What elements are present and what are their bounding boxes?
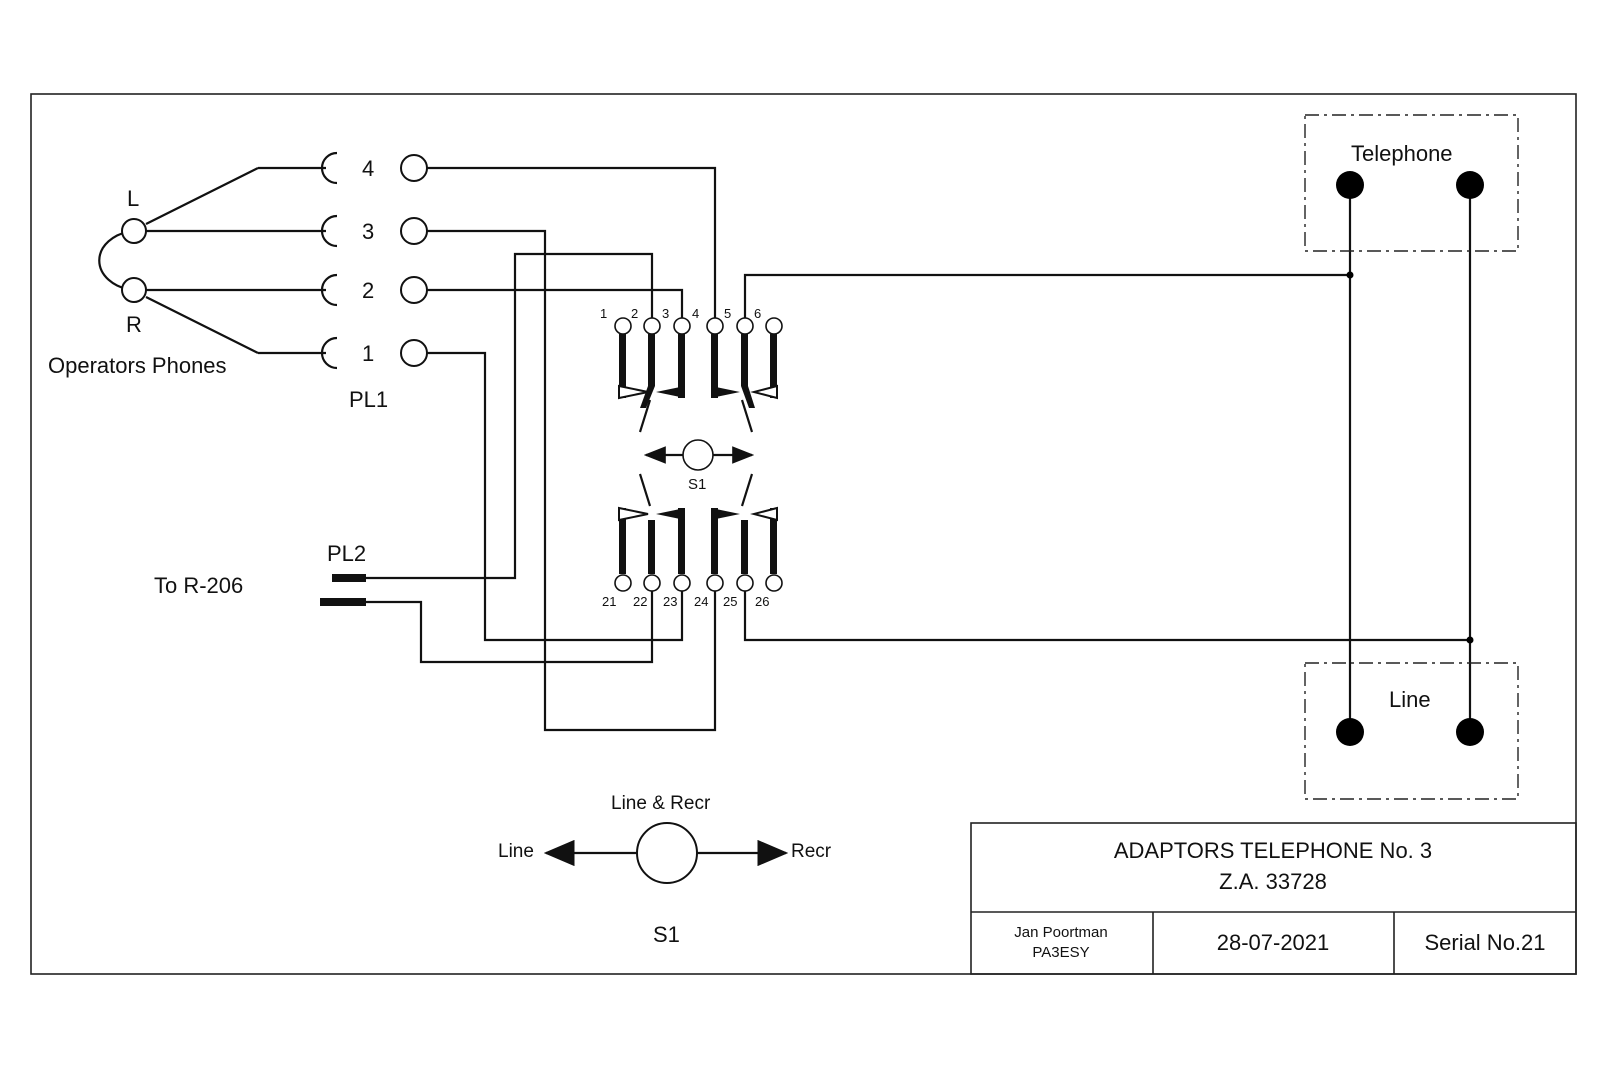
s1-pin-label: 4 xyxy=(692,306,699,321)
pl1-label: PL1 xyxy=(349,387,388,412)
s1-switch-label: S1 xyxy=(688,476,706,493)
author-callsign: PA3ESY xyxy=(1032,944,1089,961)
line-label: Line xyxy=(1389,687,1431,712)
pl1-connector: 4 3 2 1 PL1 xyxy=(320,151,428,412)
legend-switch-icon xyxy=(636,822,698,884)
legend-caption: S1 xyxy=(653,922,680,947)
pl1-pin-3-label: 3 xyxy=(362,219,374,244)
operators-phones: L R Operators Phones xyxy=(48,166,326,378)
pl1-pin-4-label: 4 xyxy=(362,156,374,181)
s1-pin-label: 25 xyxy=(723,594,737,609)
pl1-terminal-2 xyxy=(400,276,428,304)
s1-pin-label: 24 xyxy=(694,594,708,609)
s1-pin-label: 2 xyxy=(631,306,638,321)
headset-terminal-r xyxy=(121,277,147,303)
pl1-terminal-1 xyxy=(400,339,428,367)
s1-pin-label: 26 xyxy=(755,594,769,609)
line-box: Line xyxy=(1304,662,1519,800)
s1-pin-label: 5 xyxy=(724,306,731,321)
legend-center-label: Line & Recr xyxy=(611,793,711,814)
headset-label-l: L xyxy=(127,186,139,211)
title-block: ADAPTORS TELEPHONE No. 3 Z.A. 33728 Jan … xyxy=(970,822,1577,975)
pl1-pin-2-label: 2 xyxy=(362,278,374,303)
s1-actuator xyxy=(682,439,714,471)
headset-label-r: R xyxy=(126,312,142,337)
pl1-terminal-4 xyxy=(400,154,428,182)
legend-left-label: Line xyxy=(498,841,534,862)
s1-pin-label: 1 xyxy=(600,306,607,321)
pl1-terminal-3 xyxy=(400,217,428,245)
s1-pin-label: 6 xyxy=(754,306,761,321)
s1-pin-label: 21 xyxy=(602,594,616,609)
s1-pin-label: 3 xyxy=(662,306,669,321)
headset-terminal-l xyxy=(121,218,147,244)
s1-pin-label: 22 xyxy=(633,594,647,609)
pl2-label: PL2 xyxy=(327,541,366,566)
telephone-box: Telephone xyxy=(1304,114,1519,252)
title-line2: Z.A. 33728 xyxy=(1219,869,1327,894)
headset-caption: Operators Phones xyxy=(48,353,227,378)
title-line1: ADAPTORS TELEPHONE No. 3 xyxy=(1114,838,1432,863)
telephone-label: Telephone xyxy=(1351,141,1453,166)
drawing-frame xyxy=(30,93,1577,975)
pl2-destination: To R-206 xyxy=(154,573,243,598)
wiring xyxy=(364,166,1474,732)
line-terminal xyxy=(1456,718,1484,746)
pl1-pin-1-label: 1 xyxy=(362,341,374,366)
author-name: Jan Poortman xyxy=(1014,924,1107,941)
telephone-terminal xyxy=(1456,171,1484,199)
pl2-connector: PL2 To R-206 xyxy=(154,541,366,606)
serial-number: Serial No.21 xyxy=(1424,930,1545,955)
s1-legend: Line & Recr Line Recr S1 xyxy=(498,793,832,947)
line-terminal xyxy=(1336,718,1364,746)
drawing-date: 28-07-2021 xyxy=(1217,930,1330,955)
legend-right-label: Recr xyxy=(791,841,832,862)
telephone-terminal xyxy=(1336,171,1364,199)
switch-s1: 1 2 3 4 5 6 S1 xyxy=(600,306,783,609)
s1-pin-label: 23 xyxy=(663,594,677,609)
